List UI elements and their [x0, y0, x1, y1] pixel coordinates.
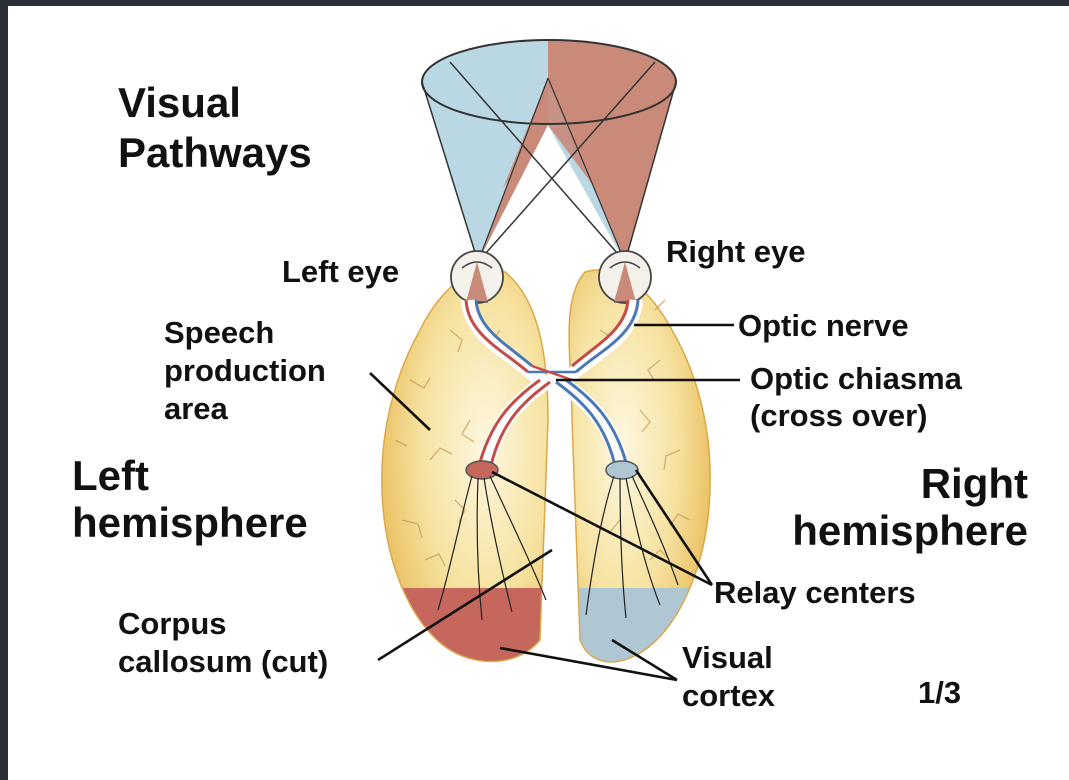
- right-eye-label: Right eye: [666, 234, 806, 269]
- speech-label-line-1: Speech: [164, 315, 274, 350]
- right-hemisphere-shape: [560, 270, 730, 678]
- page-indicator: 1/3: [918, 675, 961, 710]
- optic-nerve-label: Optic nerve: [738, 308, 909, 343]
- left-hemisphere-label-line-2: hemisphere: [72, 499, 308, 546]
- optic-chiasma-label-line-2: (cross over): [750, 398, 927, 433]
- right-hemisphere-label-line-2: hemisphere: [792, 507, 1028, 554]
- corpus-callosum-label-line-1: Corpus: [118, 606, 227, 641]
- title-line-1: Visual: [118, 79, 241, 126]
- visual-cortex-label-line-2: cortex: [682, 678, 776, 713]
- left-hemisphere-label-line-1: Left: [72, 452, 149, 499]
- relay-center-right: [606, 461, 638, 479]
- optic-chiasma-label-line-1: Optic chiasma: [750, 361, 963, 396]
- left-eye-label: Left eye: [282, 254, 399, 289]
- corpus-callosum-label-line-2: callosum (cut): [118, 644, 328, 679]
- relay-centers-label: Relay centers: [714, 575, 916, 610]
- title-line-2: Pathways: [118, 129, 312, 176]
- visual-field-cone: [422, 40, 676, 262]
- speech-label-line-2: production: [164, 353, 326, 388]
- relay-center-left: [466, 461, 498, 479]
- visual-cortex-label-line-1: Visual: [682, 640, 773, 675]
- right-hemisphere-label-line-1: Right: [921, 460, 1028, 507]
- left-eye-shape: [451, 251, 503, 303]
- right-eye-shape: [599, 251, 651, 303]
- speech-label-line-3: area: [164, 391, 229, 426]
- left-hemisphere-shape: [370, 270, 560, 678]
